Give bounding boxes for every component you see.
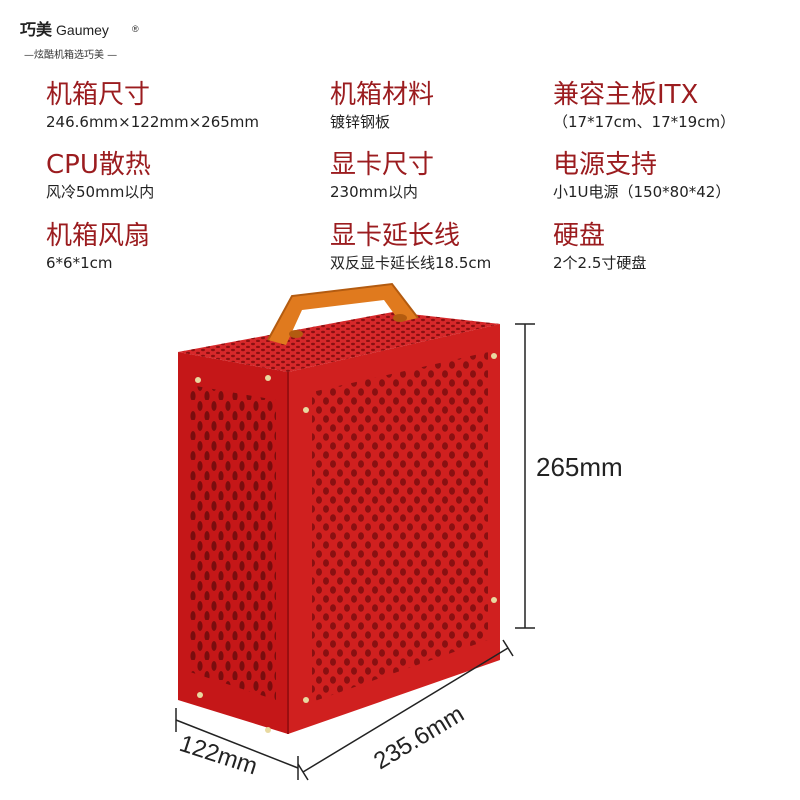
spec-cpu-cooling: CPU散热 风冷50mm以内 (46, 150, 154, 202)
spec-value: 6*6*1cm (46, 254, 113, 272)
spec-value: 双反显卡延长线18.5cm (330, 254, 492, 272)
spec-riser-cable: 显卡延长线 双反显卡延长线18.5cm (330, 221, 491, 273)
spec-motherboard: 兼容主板ITX （17*17cm、17*19cm） (553, 80, 735, 132)
spec-case-fan: 机箱风扇 6*6*1cm (46, 221, 150, 273)
spec-title: 电源支持 (553, 150, 658, 180)
spec-value: 风冷50mm以内 (46, 183, 155, 201)
spec-title: 机箱风扇 (46, 221, 151, 251)
spec-value: 2个2.5寸硬盘 (553, 254, 647, 272)
spec-case-size: 机箱尺寸 246.6mm×122mm×265mm (46, 80, 259, 132)
spec-value: 小1U电源（150*80*42） (553, 183, 731, 201)
spec-hard-drive: 硬盘 2个2.5寸硬盘 (553, 221, 646, 273)
case-side-panel (287, 324, 500, 734)
width-label: 235.6mm (369, 700, 469, 775)
spec-title: 机箱材料 (330, 80, 435, 110)
spec-title: 机箱尺寸 (46, 80, 151, 110)
spec-title: 硬盘 (553, 221, 606, 251)
spec-title: 兼容主板ITX (553, 80, 699, 110)
spec-title: 显卡延长线 (330, 221, 461, 251)
spec-title: 显卡尺寸 (330, 150, 435, 180)
width-dimension-line (297, 639, 514, 781)
brand-name-en: Gaumey (56, 22, 109, 38)
case-handle (267, 282, 419, 345)
spec-case-material: 机箱材料 镀锌钢板 (330, 80, 434, 132)
case-front-panel (178, 352, 288, 734)
spec-value: 246.6mm×122mm×265mm (46, 113, 260, 131)
spec-title: CPU散热 (46, 150, 151, 180)
depth-label: 122mm (176, 730, 260, 780)
depth-dimension-line (175, 708, 299, 780)
spec-psu: 电源支持 小1U电源（150*80*42） (553, 150, 730, 202)
height-dimension-line (515, 323, 535, 629)
case-top-panel (178, 312, 500, 372)
spec-value: 镀锌钢板 (330, 113, 391, 131)
height-label: 265mm (536, 452, 623, 482)
brand-tagline: —炫酷机箱选巧美 — (24, 50, 118, 61)
spec-value: 230mm以内 (330, 183, 418, 201)
brand-name-cn: 巧美 (20, 20, 53, 39)
case-screws (195, 353, 497, 733)
spec-gpu-size: 显卡尺寸 230mm以内 (330, 150, 434, 202)
spec-value: （17*17cm、17*19cm） (553, 113, 736, 131)
registered-mark: ® (132, 24, 139, 34)
